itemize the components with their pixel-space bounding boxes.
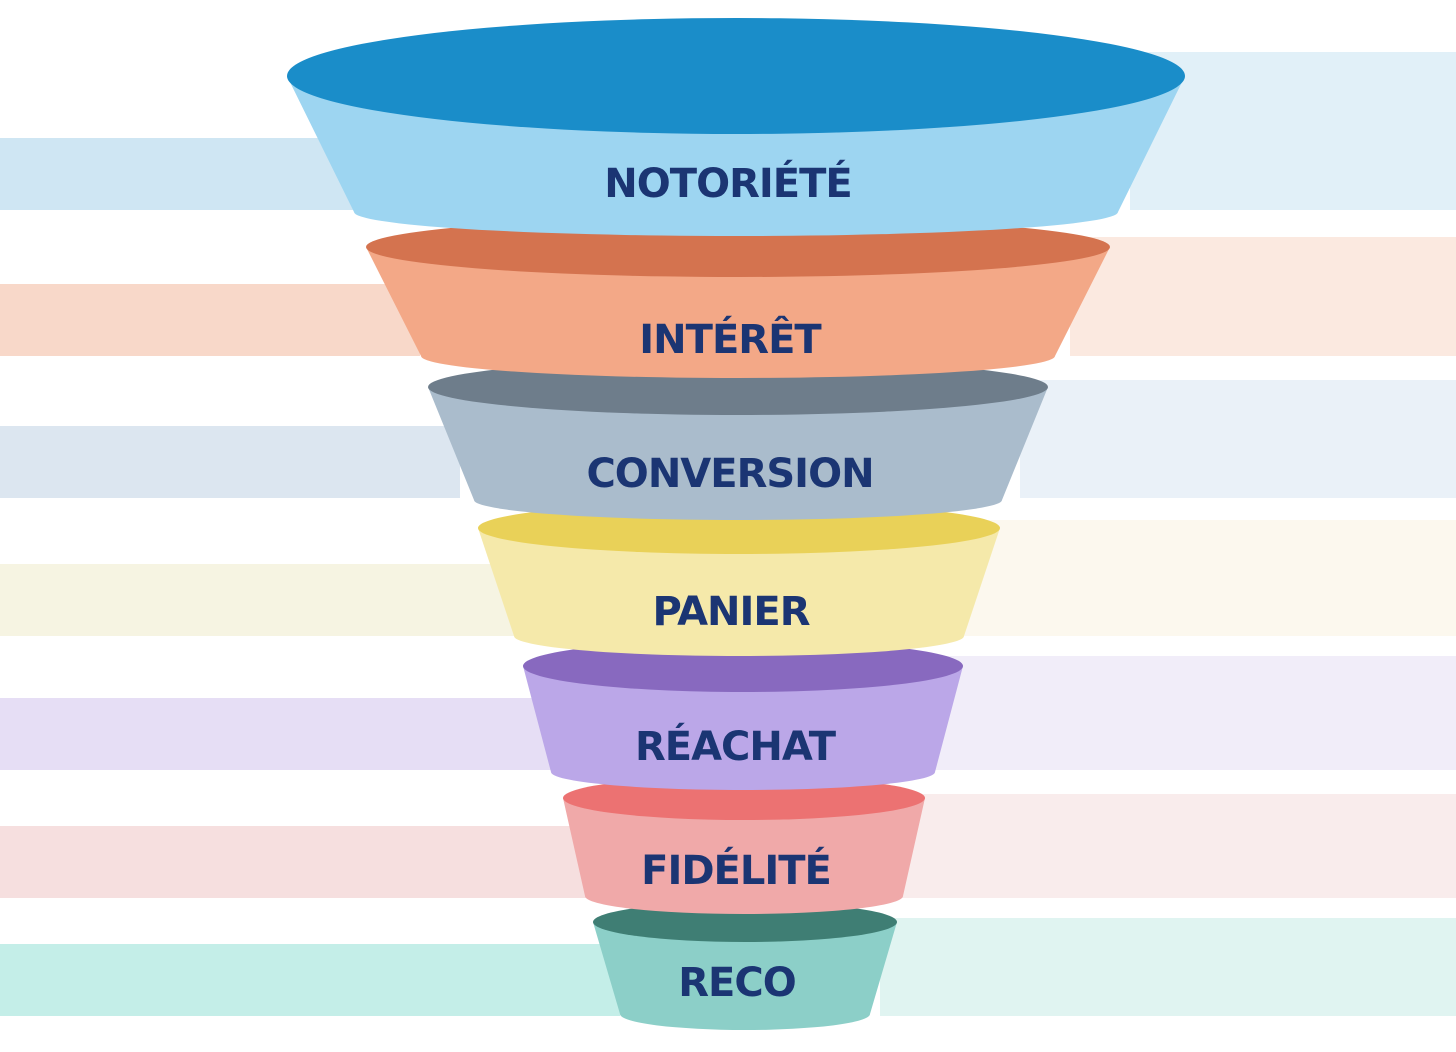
stage-body	[366, 247, 1110, 378]
stage-top	[287, 18, 1185, 134]
stage-label: NOTORIÉTÉ	[604, 159, 851, 207]
band-left-7	[0, 944, 620, 1016]
band-right-3	[1020, 380, 1456, 498]
stage-label: INTÉRÊT	[639, 315, 822, 363]
stage-body	[593, 922, 897, 1030]
background-bands	[0, 52, 1456, 1016]
stage-label: RECO	[678, 960, 795, 1006]
stage-label: FIDÉLITÉ	[641, 846, 831, 894]
band-right-2	[1070, 237, 1456, 356]
stage-body	[563, 798, 925, 914]
band-right-5	[920, 656, 1456, 770]
funnel-stage-5: RÉACHAT	[523, 640, 963, 790]
band-right-4	[960, 520, 1456, 636]
band-left-1	[0, 138, 360, 210]
stage-label: RÉACHAT	[635, 722, 837, 770]
stage-top	[593, 902, 897, 942]
stage-body	[523, 666, 963, 790]
funnel-stage-2: INTÉRÊT	[366, 217, 1110, 378]
band-right-7	[880, 918, 1456, 1016]
funnel-stage-6: FIDÉLITÉ	[563, 776, 925, 914]
funnel-stage-3: CONVERSION	[428, 359, 1048, 520]
stage-label: CONVERSION	[586, 451, 873, 497]
funnel-stage-4: PANIER	[478, 502, 1000, 656]
funnel-stage-1: NOTORIÉTÉ	[287, 18, 1185, 236]
stage-label: PANIER	[652, 589, 809, 635]
band-left-4	[0, 564, 520, 636]
band-left-6	[0, 826, 600, 898]
band-left-2	[0, 284, 420, 356]
band-left-3	[0, 426, 460, 498]
band-right-6	[890, 794, 1456, 898]
funnel-stages: RECO FIDÉLITÉ RÉACHAT PANIER CONVERSION INTÉR…	[287, 18, 1185, 1030]
stage-body	[428, 387, 1048, 520]
funnel-stage-7: RECO	[593, 902, 897, 1030]
band-left-5	[0, 698, 560, 770]
stage-body	[478, 528, 1000, 656]
